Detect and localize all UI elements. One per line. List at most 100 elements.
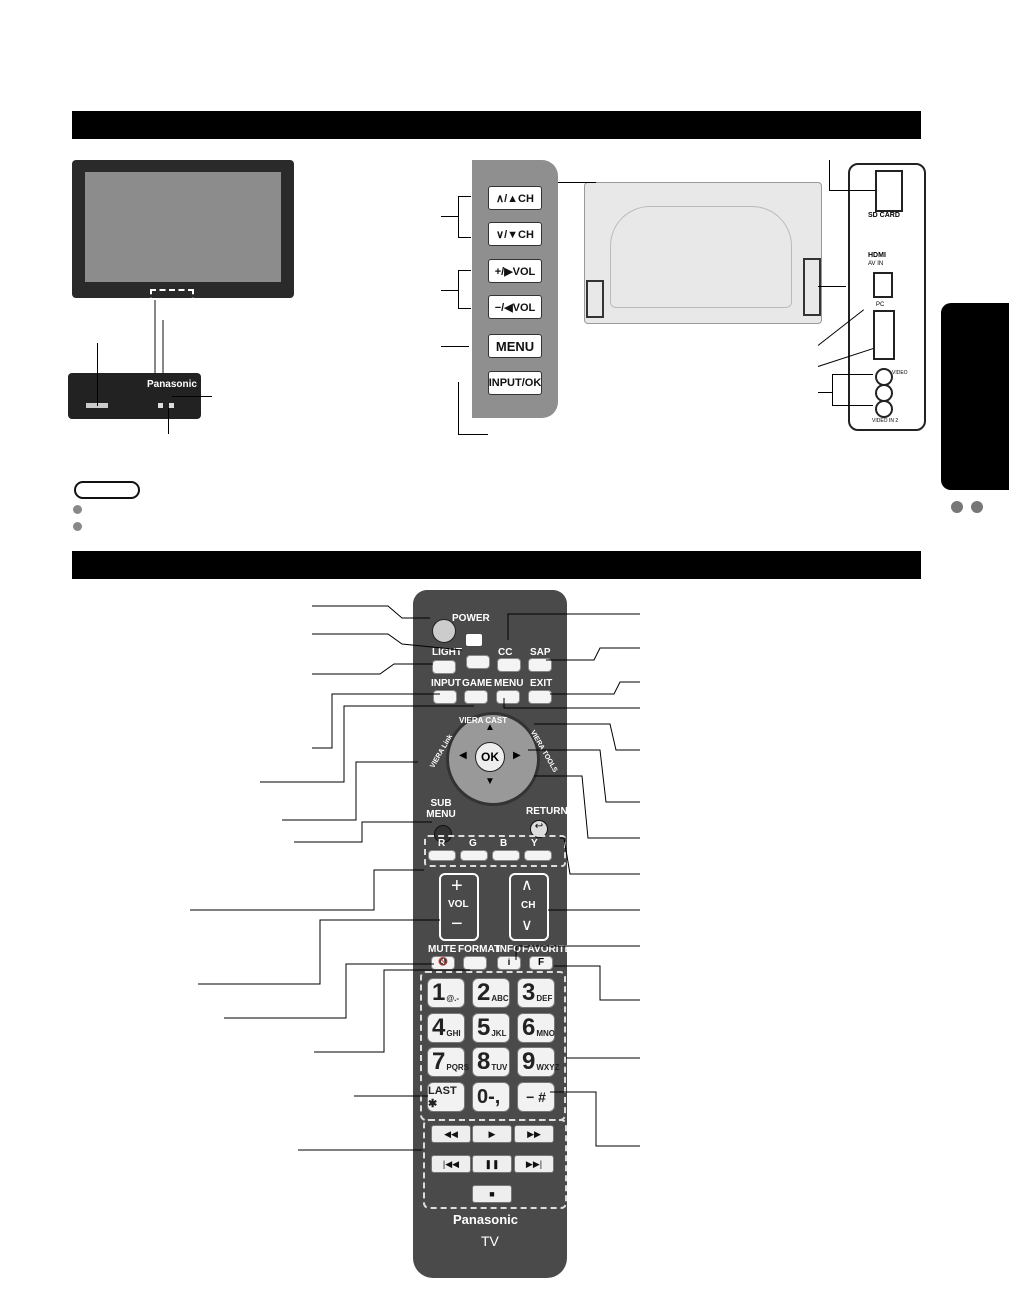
fast-forward-icon[interactable]: ▶▶ bbox=[514, 1125, 554, 1143]
av-in-label: AV IN bbox=[868, 261, 884, 267]
ok-button[interactable]: OK bbox=[475, 742, 505, 772]
sd-card-label: SD CARD bbox=[868, 212, 900, 219]
sub-menu-button[interactable] bbox=[434, 825, 452, 843]
power-button[interactable] bbox=[432, 619, 456, 643]
power-label: POWER bbox=[452, 613, 490, 624]
volume-rocker[interactable]: + VOL − bbox=[439, 873, 479, 941]
up-arrow-icon[interactable]: ▲ bbox=[485, 722, 495, 733]
channel-down-button[interactable]: ∨/▼CH bbox=[488, 222, 542, 246]
mute-label: MUTE bbox=[428, 944, 457, 955]
channel-down-icon[interactable]: ∨ bbox=[521, 917, 533, 934]
skip-forward-icon[interactable]: ▶▶| bbox=[514, 1155, 554, 1173]
color-label-r: R bbox=[438, 838, 446, 849]
remote-callout-lines bbox=[190, 605, 640, 1151]
green-button[interactable] bbox=[460, 850, 488, 861]
hdmi-port[interactable] bbox=[873, 272, 893, 298]
color-label-b: B bbox=[500, 838, 508, 849]
menu-button[interactable]: MENU bbox=[488, 334, 542, 358]
volume-plus-icon[interactable]: + bbox=[451, 875, 463, 897]
rewind-icon[interactable]: ◀◀ bbox=[431, 1125, 471, 1143]
number-key-1[interactable]: 1@.- bbox=[427, 978, 465, 1008]
cc-button[interactable] bbox=[497, 658, 521, 672]
section-header-bar-controls bbox=[72, 111, 921, 139]
volume-up-button[interactable]: +/▶VOL bbox=[488, 259, 542, 283]
sub-menu-label: SUB MENU bbox=[426, 798, 456, 820]
return-label: RETURN bbox=[526, 806, 568, 817]
exit-label: EXIT bbox=[530, 678, 553, 689]
sd-card-button[interactable] bbox=[466, 655, 490, 669]
info-icon[interactable]: i bbox=[497, 956, 521, 970]
blue-button[interactable] bbox=[492, 850, 520, 861]
yellow-button[interactable] bbox=[524, 850, 552, 861]
color-label-g: G bbox=[469, 838, 477, 849]
right-arrow-icon[interactable]: ▶ bbox=[513, 750, 521, 761]
cc-label: CC bbox=[498, 647, 513, 658]
favorite-label: FAVORITE bbox=[522, 944, 572, 955]
volume-minus-icon[interactable]: − bbox=[451, 913, 463, 935]
light-button[interactable] bbox=[432, 660, 456, 674]
exit-button[interactable] bbox=[528, 690, 552, 704]
favorite-button[interactable]: F bbox=[529, 956, 553, 970]
note-label bbox=[74, 481, 140, 499]
power-indicator bbox=[169, 403, 174, 408]
playback-controls-group bbox=[423, 1119, 567, 1209]
page-dot-2 bbox=[971, 501, 983, 513]
remote-brand-logo: Panasonic bbox=[453, 1212, 519, 1227]
light-label: LIGHT bbox=[432, 647, 462, 658]
sap-button[interactable] bbox=[528, 658, 552, 672]
format-label: FORMAT bbox=[458, 944, 501, 955]
skip-back-icon[interactable]: |◀◀ bbox=[431, 1155, 471, 1173]
viera-cast-label: VIERA CAST bbox=[459, 716, 508, 725]
remote-tv-label: TV bbox=[481, 1233, 499, 1249]
side-tab bbox=[941, 303, 1009, 490]
video-label: VIDEO bbox=[892, 370, 908, 376]
sd-logo-icon bbox=[466, 634, 482, 646]
channel-up-icon[interactable]: ∧ bbox=[521, 877, 533, 894]
input-ok-button[interactable]: INPUT/OK bbox=[488, 371, 542, 395]
color-buttons-group bbox=[424, 835, 566, 867]
sd-card-slot[interactable] bbox=[875, 170, 903, 212]
remote-sensor bbox=[158, 403, 163, 408]
pause-icon[interactable]: ❚❚ bbox=[472, 1155, 512, 1173]
stop-icon[interactable]: ■ bbox=[472, 1185, 512, 1203]
page-dot-1 bbox=[951, 501, 963, 513]
channel-rocker[interactable]: ∧ CH ∨ bbox=[509, 873, 549, 941]
menu-label: MENU bbox=[494, 678, 524, 689]
channel-up-button[interactable]: ∧/▲CH bbox=[488, 186, 542, 210]
number-key-0[interactable]: 0-, bbox=[472, 1082, 510, 1112]
left-arrow-icon[interactable]: ◀ bbox=[459, 750, 467, 761]
note-bullet-1 bbox=[73, 505, 82, 514]
vol-label: VOL bbox=[448, 899, 469, 910]
play-icon[interactable]: ▶ bbox=[472, 1125, 512, 1143]
volume-down-button[interactable]: −/◀VOL bbox=[488, 295, 542, 319]
color-label-y: Y bbox=[531, 838, 538, 849]
sap-label: SAP bbox=[530, 647, 551, 658]
dash-button[interactable]: − # bbox=[517, 1082, 555, 1112]
down-arrow-icon[interactable]: ▼ bbox=[485, 776, 495, 787]
ch-label: CH bbox=[521, 900, 536, 911]
game-button[interactable] bbox=[464, 690, 488, 704]
video-in-2-label: VIDEO IN 2 bbox=[872, 418, 899, 424]
red-button[interactable] bbox=[428, 850, 456, 861]
return-icon[interactable]: ↩ bbox=[530, 820, 548, 838]
audio-r-jack[interactable] bbox=[875, 400, 893, 418]
tv-brand-logo: Panasonic bbox=[146, 379, 197, 390]
last-button[interactable]: LAST ✱ bbox=[427, 1082, 465, 1112]
game-label: GAME bbox=[462, 678, 492, 689]
pc-label: PC bbox=[876, 302, 885, 308]
note-bullet-2 bbox=[73, 522, 82, 531]
remote-menu-button[interactable] bbox=[496, 690, 520, 704]
input-label: INPUT bbox=[431, 678, 461, 689]
format-button[interactable] bbox=[463, 956, 487, 970]
section-header-bar-remote bbox=[72, 551, 921, 579]
info-label: INFO bbox=[497, 944, 521, 955]
pc-port[interactable] bbox=[873, 310, 895, 360]
